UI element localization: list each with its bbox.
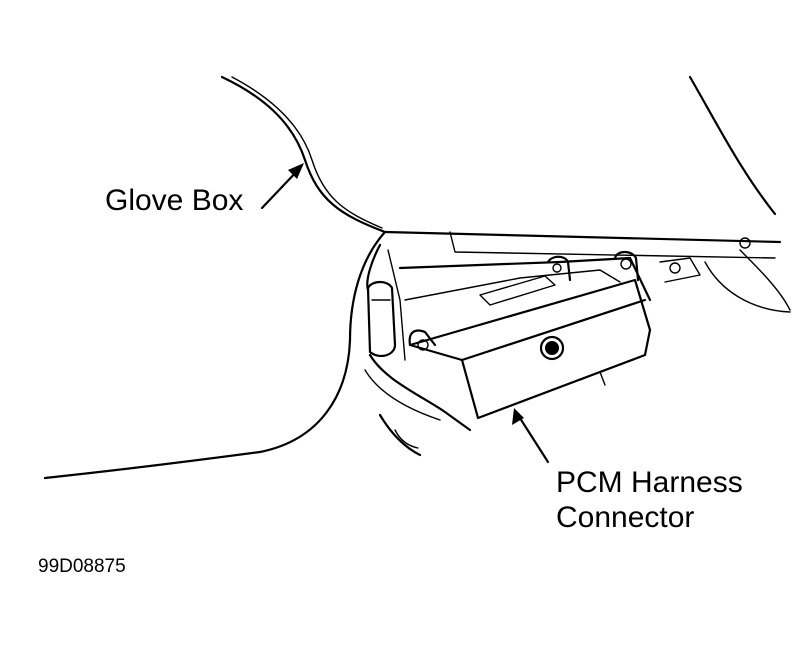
glove-box-arrow	[260, 163, 304, 210]
mounting-bracket	[398, 237, 791, 313]
pcm-harness-label-line2: Connector	[556, 501, 695, 534]
pcm-module	[408, 250, 652, 420]
figure-id: 99D08875	[38, 556, 126, 577]
harness-connector	[364, 243, 472, 457]
glove-box-outline	[43, 75, 782, 480]
pcm-harness-label-line1: PCM Harness	[556, 466, 743, 499]
glove-box-label: Glove Box	[105, 184, 244, 217]
pcm-arrow	[512, 408, 550, 464]
